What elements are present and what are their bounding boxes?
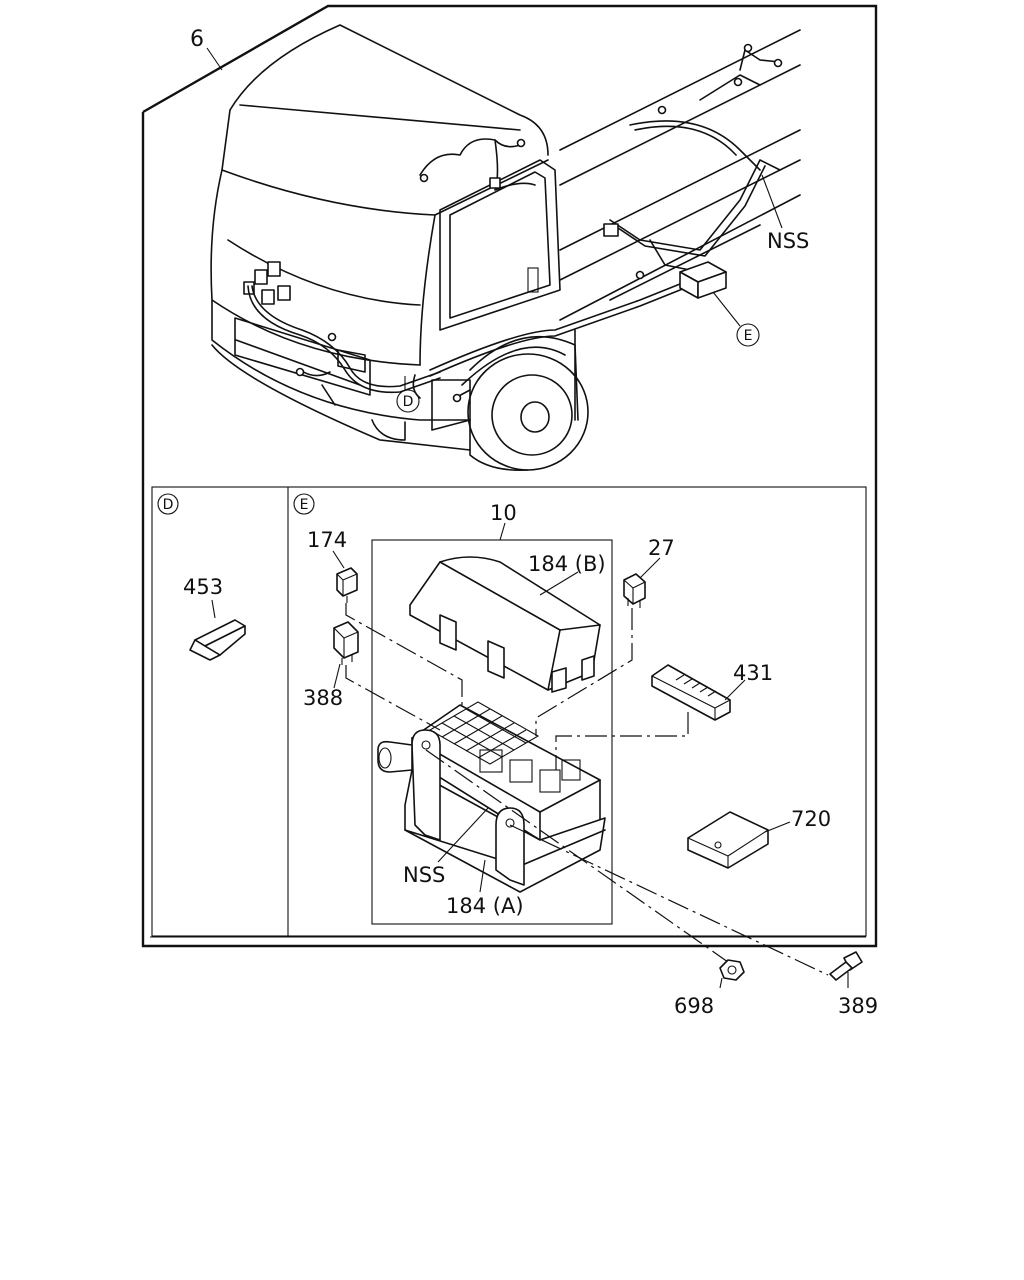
callout-fuse-holder: 431 <box>733 661 773 685</box>
relay-small-part <box>336 567 358 603</box>
panel-e: E <box>293 493 831 976</box>
callout-box-base: 184 (A) <box>446 894 524 918</box>
detail-d-marker-label: D <box>403 394 414 410</box>
chassis-relay-box <box>679 261 727 299</box>
callout-bolt: 389 <box>838 994 878 1018</box>
box-cover-part <box>409 556 601 693</box>
detail-e-marker: E <box>736 323 760 347</box>
relay-box-group-frame <box>371 539 613 925</box>
headlamp-connectors <box>243 261 291 305</box>
detail-e-marker-label: E <box>744 328 753 344</box>
callout-harness: 6 <box>190 27 204 52</box>
panel-d: D 453 <box>157 493 246 661</box>
detail-d-marker: D <box>396 389 420 413</box>
callout-clip: 453 <box>183 575 223 599</box>
box-base-part <box>377 701 606 893</box>
detail-panels <box>151 486 867 937</box>
relay-large-part <box>333 621 359 665</box>
callout-nut: 698 <box>674 994 714 1018</box>
callout-relay-large: 388 <box>303 686 343 710</box>
bolt-part <box>829 951 863 988</box>
truck-illustration <box>206 24 801 472</box>
callout-bracket: 720 <box>791 807 831 831</box>
clip-part <box>189 619 246 661</box>
fuse-holder-part <box>651 664 731 721</box>
bracket-part <box>687 811 769 869</box>
callout-box-cover: 184 (B) <box>528 552 606 576</box>
callout-nss-main: NSS <box>767 229 809 253</box>
callout-relay-small: 174 <box>307 528 347 552</box>
callout-fuse: 27 <box>648 536 675 560</box>
callout-nss-box: NSS <box>403 863 445 887</box>
fuse-grid <box>428 701 581 793</box>
wiring-harness <box>247 43 783 406</box>
nut-part <box>719 959 745 989</box>
panel-d-title: D <box>163 497 174 513</box>
panel-e-title: E <box>300 497 309 513</box>
callout-relay-box: 10 <box>490 501 517 525</box>
fuse-part <box>623 573 646 608</box>
